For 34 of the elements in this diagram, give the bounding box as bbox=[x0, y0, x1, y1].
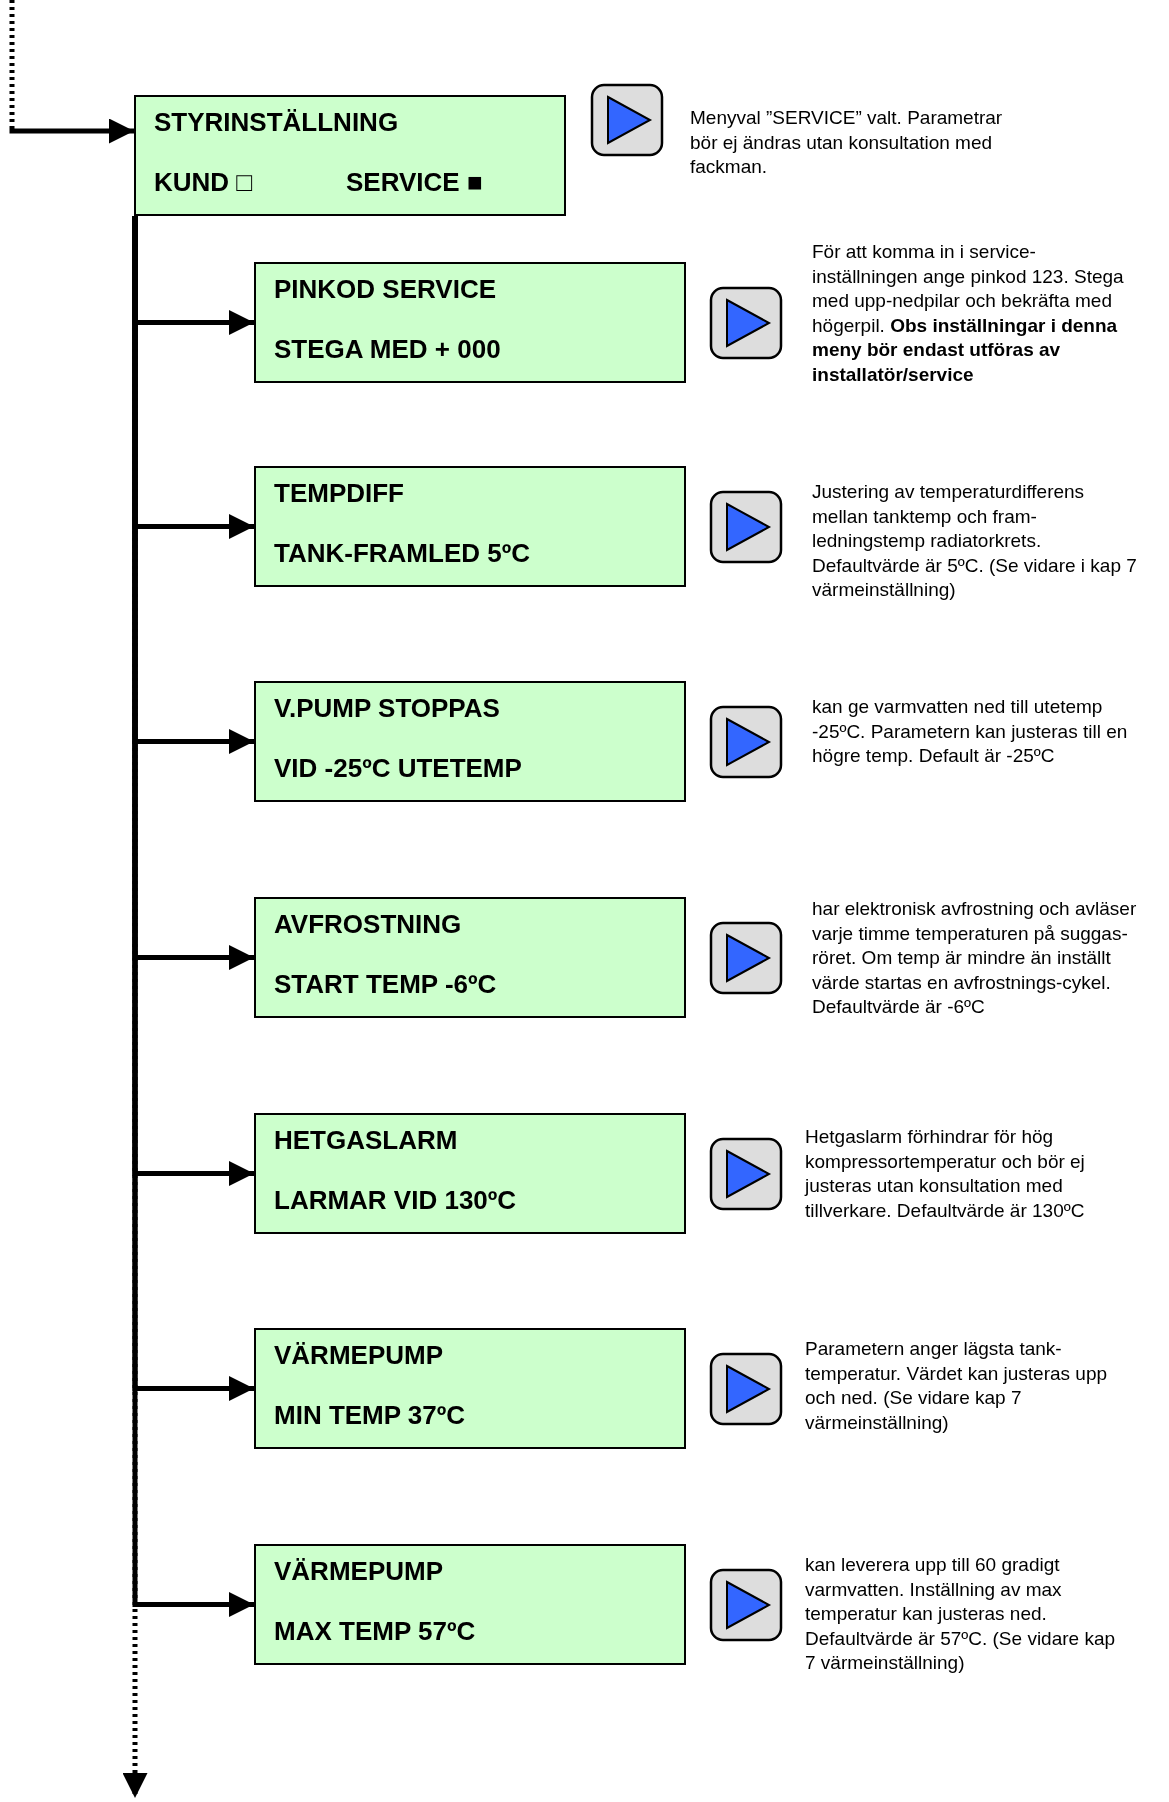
menu-display-box bbox=[254, 897, 686, 1018]
display-text: SERVICE ■ bbox=[346, 167, 483, 198]
display-text: VÄRMEPUMP bbox=[274, 1340, 443, 1371]
display-text: AVFROSTNING bbox=[274, 909, 462, 940]
menu-display-box bbox=[254, 1113, 686, 1234]
description-text: har elektronisk avfrostning och avläser varje timme temperaturen på suggas-röret. Om temp är mindre än inställt värde startas en avfrostnings-cykel. Defaultvärde är -6ºC bbox=[812, 897, 1137, 1019]
menu-display-box bbox=[254, 1544, 686, 1665]
display-text: TANK-FRAMLED 5ºC bbox=[274, 538, 530, 569]
display-text: PINKOD SERVICE bbox=[274, 274, 496, 305]
description-text: Hetgaslarm förhindrar för hög kompressortemperatur och bör ej justeras utan konsultation med tillverkare. Defaultvärde är 130ºC bbox=[805, 1125, 1086, 1223]
display-text: KUND □ bbox=[154, 167, 253, 198]
display-text: MIN TEMP 37ºC bbox=[274, 1400, 466, 1431]
display-text: START TEMP -6ºC bbox=[274, 969, 497, 1000]
display-text: V.PUMP STOPPAS bbox=[274, 693, 500, 724]
description-text: Parametern anger lägsta tank-temperatur. Värdet kan justeras upp och ned. (Se vidare kap 7 värmeinställning) bbox=[805, 1337, 1109, 1435]
description-text: För att komma in i service-inställningen ange pinkod 123. Stega med upp-nedpilar och bekräfta med högerpil. Obs inställningar i denna meny bör endast utföras av installatör/service bbox=[812, 240, 1125, 387]
display-text: STYRINSTÄLLNING bbox=[154, 107, 399, 138]
arrow bbox=[9, 0, 134, 144]
menu-display-box bbox=[254, 681, 686, 802]
display-text: TEMPDIFF bbox=[274, 478, 404, 509]
display-text: MAX TEMP 57ºC bbox=[274, 1616, 476, 1647]
menu-display-box bbox=[134, 95, 566, 216]
display-text: LARMAR VID 130ºC bbox=[274, 1185, 517, 1216]
display-text: VID -25ºC UTETEMP bbox=[274, 753, 522, 784]
menu-display-box bbox=[254, 466, 686, 587]
menu-display-box bbox=[254, 1328, 686, 1449]
description-text: Menyval ”SERVICE” valt. Parametrar bör ej ändras utan konsultation med fackman. bbox=[690, 106, 1004, 179]
display-text: STEGA MED + 000 bbox=[274, 334, 501, 365]
display-text: HETGASLARM bbox=[274, 1125, 458, 1156]
description-text: kan ge varmvatten ned till utetemp -25ºC. Parametern kan justeras till en högre temp. Default är -25ºC bbox=[812, 695, 1129, 768]
menu-display-box bbox=[254, 262, 686, 383]
description-text: Justering av temperaturdifferens mellan tanktemp och fram-ledningstemp radiatorkrets. Defaultvärde är 5ºC. (Se vidare i kap 7 värmeinställning) bbox=[812, 480, 1137, 602]
description-text: kan leverera upp till 60 gradigt varmvatten. Inställning av max temperatur kan justeras ned. Defaultvärde är 57ºC. (Se vidare kap 7 värmeinställning) bbox=[805, 1553, 1117, 1675]
display-text: VÄRMEPUMP bbox=[274, 1556, 443, 1587]
